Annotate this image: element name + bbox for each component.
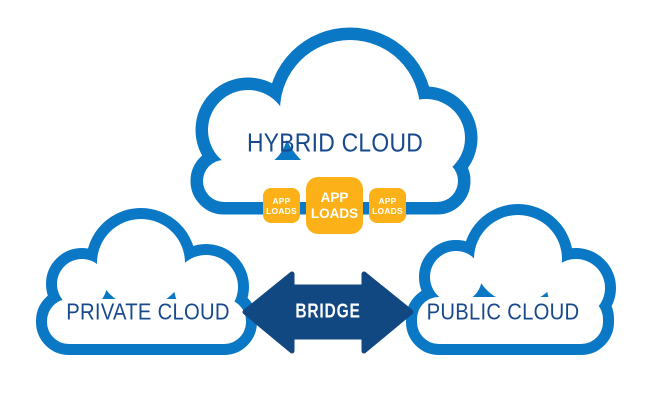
badge-line: APP (320, 189, 349, 205)
app-loads-badge-left: APP LOADS (263, 188, 300, 223)
badge-line: APP (272, 195, 291, 206)
private-cloud-icon (34, 204, 262, 360)
private-cloud-label: PRIVATE CLOUD (66, 298, 230, 325)
app-loads-badge-center: APP LOADS (306, 177, 363, 234)
badge-line: LOADS (310, 205, 359, 221)
badge-line: LOADS (372, 205, 403, 216)
bridge-arrow-shape (242, 271, 414, 354)
public-cloud-icon (404, 202, 618, 360)
badge-line: LOADS (266, 205, 297, 216)
bridge-label: BRIDGE (295, 300, 361, 323)
bridge-arrow-icon (242, 271, 414, 354)
badge-line: APP (378, 195, 397, 206)
public-cloud-label: PUBLIC CLOUD (426, 298, 580, 325)
app-loads-badge-right: APP LOADS (369, 188, 406, 223)
hybrid-cloud-label: HYBRID CLOUD (246, 127, 424, 158)
